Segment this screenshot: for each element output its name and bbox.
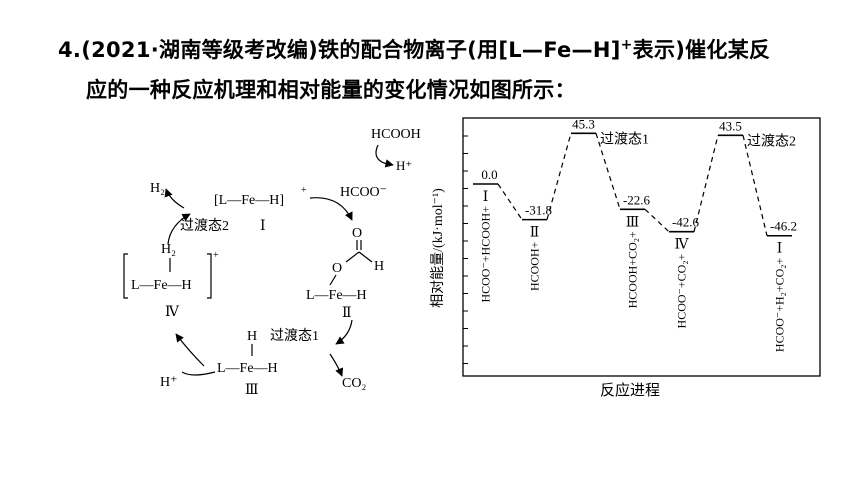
connector-4	[644, 208, 670, 233]
h2-top-label: H₂	[150, 181, 165, 196]
value-label-4: -42.6	[672, 215, 700, 230]
connector-5	[693, 135, 719, 232]
hcoo-minus-label: HCOO⁻	[340, 185, 387, 200]
complex-2: L—Fe—H	[306, 288, 367, 303]
question-text-2: 表示)催化某反	[632, 38, 771, 62]
value-label-6: -46.2	[770, 219, 797, 234]
connector-1	[497, 183, 523, 220]
complex-4-charge: +	[213, 250, 219, 261]
species-label-6: HCOO⁻+H₂+CO₂+	[773, 258, 787, 353]
question-line-1: 4.(2021·湖南等级考改编)铁的配合物离子(用[L—Fe—H]+表示)催化某…	[58, 34, 770, 64]
arrow-iv-to-i	[167, 213, 191, 245]
species-label-4: HCOO⁻+CO₂+	[675, 253, 689, 328]
state-label-4: Ⅳ	[675, 238, 690, 253]
ts1-label: 过渡态1	[270, 328, 319, 344]
ts2-label: 过渡态2	[180, 218, 229, 234]
state-label-iv: Ⅳ	[165, 305, 180, 320]
complex-1-charge: +	[301, 185, 307, 196]
co2-release-arrow	[329, 353, 344, 377]
state-label-iii: Ⅲ	[245, 383, 259, 398]
connector-6	[742, 135, 768, 236]
species-label-1: HCOOH+	[528, 241, 542, 291]
connector-3	[595, 133, 621, 210]
arrow-ii-to-iii	[335, 319, 353, 345]
value-label-0: 0.0	[481, 167, 497, 182]
question-text-1: 铁的配合物离子(用[L—Fe—H]	[318, 38, 621, 62]
state-label-6: Ⅰ	[777, 242, 783, 257]
h-atom-ii: H	[374, 259, 384, 274]
h-plus-arrow-a	[181, 371, 216, 376]
energy-chart: 相对能量/(kJ·mol⁻¹) 反应进程 0.0ⅠHCOO⁻+HCOOH+-31…	[430, 116, 821, 399]
ts-label-5: 过渡态2	[747, 133, 796, 149]
connector-2	[546, 133, 572, 220]
complex-3: L—Fe—H	[217, 361, 278, 376]
co2-label: CO₂	[342, 376, 366, 391]
energy-marks: 0.0ⅠHCOO⁻+HCOOH+-31.8ⅡHCOOH+45.3过渡态1-22.…	[473, 116, 797, 352]
complex-1: [L—Fe—H]	[214, 193, 284, 208]
state-label-i: Ⅰ	[260, 219, 266, 234]
chart-frame	[462, 117, 821, 377]
o-atom-ii: O	[332, 261, 342, 276]
catalytic-cycle: HCOOH H⁺ HCOO⁻ H₂ [L—Fe—H] + Ⅰ 过渡态2 O H …	[123, 127, 421, 398]
species-label-3: HCOOH+CO₂+	[626, 231, 640, 308]
complex-4: L—Fe—H	[131, 278, 192, 293]
state-label-ii: Ⅱ	[342, 306, 352, 321]
x-axis-label: 反应进程	[600, 381, 660, 399]
arrow-iii-to-iv	[175, 333, 205, 367]
h2-release-arrow	[164, 188, 185, 209]
charge-sup: +	[620, 37, 633, 53]
question-line-2: 应的一种反应机理和相对能量的变化情况如图所示：	[86, 78, 576, 102]
hcooh-label: HCOOH	[371, 127, 421, 142]
state-label-3: Ⅲ	[626, 215, 640, 230]
arrow-i-to-ii	[309, 197, 353, 221]
value-label-2: 45.3	[572, 116, 595, 131]
state-label-1: Ⅱ	[530, 226, 540, 241]
y-ticks	[463, 135, 468, 364]
hcooh-arrow	[375, 144, 394, 168]
y-axis-label: 相对能量/(kJ·mol⁻¹)	[430, 188, 446, 308]
ts-label-2: 过渡态1	[600, 131, 649, 147]
species-label-0: HCOO⁻+HCOOH+	[479, 206, 493, 303]
question-source: (2021·湖南等级考改编)	[81, 38, 319, 62]
value-label-3: -22.6	[623, 192, 651, 207]
state-label-0: Ⅰ	[483, 190, 489, 205]
o-atom-top: O	[352, 226, 362, 241]
question-number: 4.	[58, 38, 82, 62]
h-atom-iii: H	[247, 329, 257, 344]
h-plus-bottom: H⁺	[160, 375, 178, 390]
h-plus-top: H⁺	[396, 158, 412, 173]
value-label-5: 43.5	[719, 118, 742, 133]
h2-iv-label: H₂	[161, 242, 176, 257]
value-label-1: -31.8	[525, 203, 552, 218]
